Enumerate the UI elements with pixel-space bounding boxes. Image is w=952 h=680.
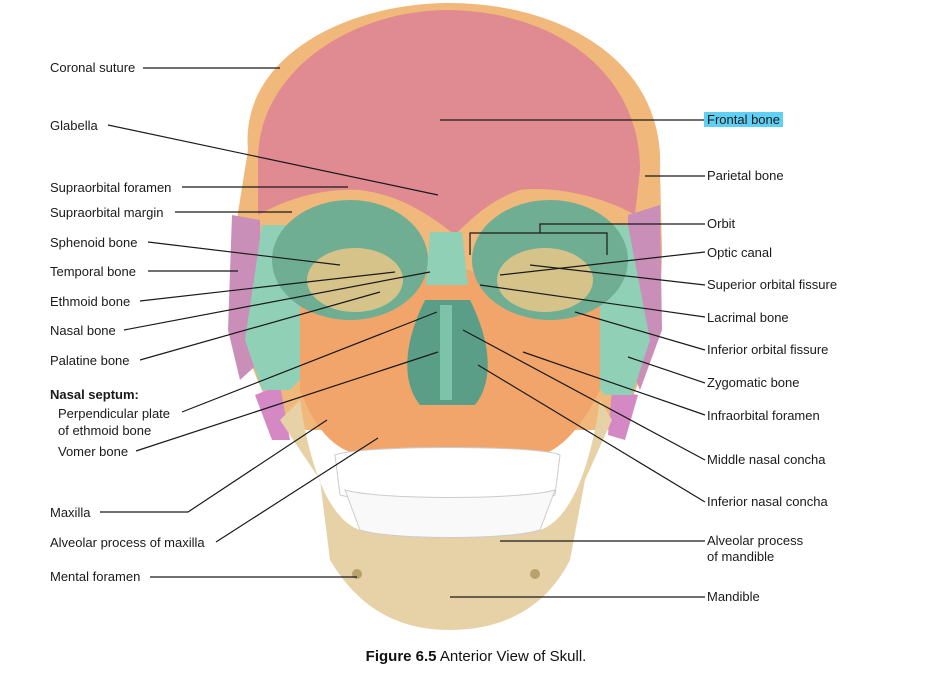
leader-nasal (123, 271, 431, 331)
label-mandible: Mandible (707, 589, 760, 604)
label-supraorbital-margin: Supraorbital margin (50, 205, 164, 220)
label-frontal-bone-highlight: Frontal bone (704, 112, 783, 127)
label-nasal-bone: Nasal bone (50, 323, 116, 338)
label-frontal-bone: Frontal bone (704, 112, 783, 127)
figure-number: Figure 6.5 (365, 648, 437, 665)
label-ethmoid-bone: Ethmoid bone (50, 294, 131, 309)
leader-ethmoid (139, 271, 396, 302)
leader-orbit-stem (539, 223, 705, 233)
leader-maxilla (100, 419, 328, 513)
ear-right (608, 390, 638, 440)
label-nasal-septum: Nasal septum: (50, 387, 139, 402)
label-optic-canal: Optic canal (707, 245, 773, 260)
leader-alveolar-maxilla (215, 437, 379, 543)
label-perpendicular-plate-1: Perpendicular plate (58, 406, 171, 421)
label-sphenoid-bone: Sphenoid bone (50, 235, 138, 250)
leader-inferior-fissure (574, 311, 706, 351)
mental-foramen-right (530, 569, 540, 579)
label-orbit: Orbit (707, 216, 736, 231)
label-coronal-suture: Coronal suture (50, 60, 136, 75)
leader-sphenoid (147, 241, 341, 266)
leader-superior-fissure (529, 264, 706, 286)
label-perpendicular-plate-2: of ethmoid bone (58, 423, 152, 438)
ear-left (255, 385, 290, 440)
label-lacrimal-bone: Lacrimal bone (707, 310, 789, 325)
label-glabella: Glabella (50, 118, 98, 133)
leader-orbit (469, 232, 608, 255)
label-inferior-nasal-concha: Inferior nasal concha (707, 494, 828, 509)
frontal-bone-shape (258, 10, 640, 235)
figure-title: Anterior View of Skull. (436, 648, 587, 665)
label-supraorbital-foramen: Supraorbital foramen (50, 180, 172, 195)
orbit-right-inner (497, 248, 593, 312)
leader-glabella (107, 124, 439, 196)
leader-zygomatic (627, 356, 706, 384)
label-alveolar-process-mandible-1: Alveolar process (707, 533, 804, 548)
label-inferior-orbital-fissure: Inferior orbital fissure (707, 342, 829, 357)
nasal-septum-shape (440, 305, 452, 400)
label-superior-orbital-fissure: Superior orbital fissure (707, 277, 838, 292)
label-zygomatic-bone: Zygomatic bone (707, 375, 800, 390)
mandible-shape (280, 400, 612, 630)
leader-palatine (139, 291, 381, 361)
leader-infraorbital (522, 351, 706, 416)
leader-middle-concha (462, 329, 706, 461)
label-alveolar-process-mandible-2: of mandible (707, 549, 775, 564)
label-alveolar-process-maxilla: Alveolar process of maxilla (50, 535, 205, 550)
label-parietal-bone: Parietal bone (707, 168, 784, 183)
leader-inferior-concha (477, 364, 706, 503)
leader-lines (100, 67, 706, 598)
leader-optic (499, 251, 706, 276)
leader-lacrimal (479, 284, 706, 318)
label-maxilla: Maxilla (50, 505, 91, 520)
label-infraorbital-foramen: Infraorbital foramen (707, 408, 820, 423)
label-vomer-bone: Vomer bone (58, 444, 129, 459)
label-middle-nasal-concha: Middle nasal concha (707, 452, 826, 467)
nasal-bone-shape (426, 232, 468, 285)
leader-perpendicular (181, 311, 438, 413)
lower-teeth (344, 489, 556, 538)
figure-caption: Figure 6.5 Anterior View of Skull. (0, 648, 952, 665)
label-mental-foramen: Mental foramen (50, 569, 141, 584)
label-temporal-bone: Temporal bone (50, 264, 136, 279)
leader-vomer (135, 351, 439, 452)
label-palatine-bone: Palatine bone (50, 353, 130, 368)
